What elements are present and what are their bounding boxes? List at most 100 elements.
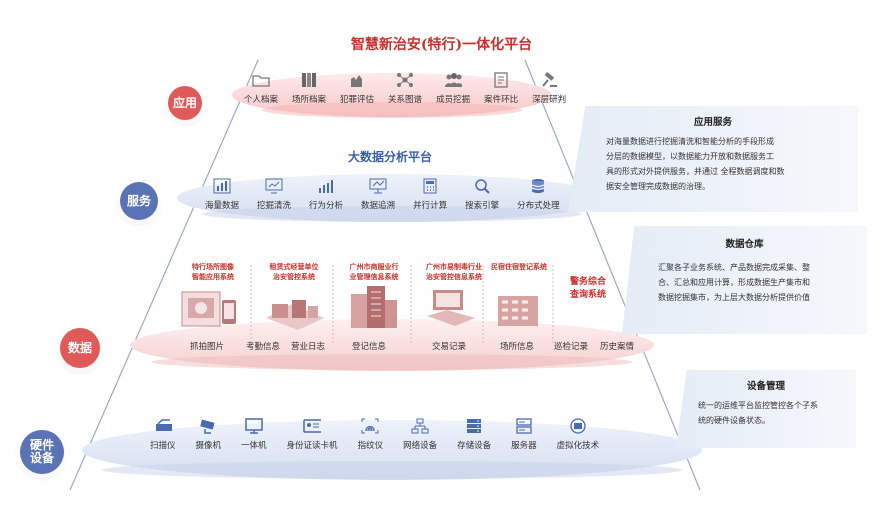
monitor-icon: [245, 418, 263, 434]
scanner-icon: [154, 418, 172, 434]
folder-icon: [252, 72, 270, 88]
service-item-label: 数据追溯: [361, 201, 396, 211]
service-items-row: 海量数据 挖掘清洗 行为分析 数据追溯 并行计算 搜索引擎 分布式处理: [205, 178, 560, 211]
panel-line: 数据挖掘集市，为上层大数据分析提供价值: [658, 293, 810, 302]
hand-icon: [348, 72, 366, 88]
service-item-parallel-compute[interactable]: 并行计算: [413, 178, 447, 211]
panel-title: 应用服务: [693, 117, 732, 128]
data-label-case-history: 历史案情: [600, 342, 635, 352]
service-item-label: 海量数据: [205, 201, 240, 211]
gavel-icon: [540, 72, 558, 88]
document-icon: [492, 72, 510, 88]
service-item-distributed[interactable]: 分布式处理: [517, 178, 560, 211]
hardware-item-server[interactable]: 服务器: [511, 418, 537, 451]
data-label-business-log: 营业日志: [291, 342, 326, 352]
camera-icon: [199, 418, 217, 434]
service-item-label: 分布式处理: [517, 201, 560, 211]
presentation-icon: [369, 178, 387, 194]
app-item-venue-file[interactable]: 场所档案: [292, 72, 326, 105]
hardware-items-row: 扫描仪 摄像机 一体机 身份证读卡机 指纹仪 网络设备 存储设备: [150, 418, 599, 451]
service-item-behavior-analysis[interactable]: 行为分析: [309, 178, 343, 211]
network-icon: [396, 72, 414, 88]
hardware-item-label: 服务器: [511, 441, 537, 451]
hardware-item-id-reader[interactable]: 身份证读卡机: [287, 418, 338, 451]
hardware-item-network[interactable]: 网络设备: [403, 418, 437, 451]
growth-chart-icon: [317, 178, 335, 194]
group-icon: [444, 72, 463, 88]
monitor-chart-icon: [265, 178, 283, 194]
hardware-item-all-in-one[interactable]: 一体机: [241, 418, 267, 451]
data-label-patrol: 巡检记录: [554, 342, 589, 352]
app-item-label: 个人档案: [244, 95, 279, 105]
layer-badge-hardware: 硬件 设备: [20, 430, 64, 474]
data-label-registration: 登记信息: [352, 342, 387, 352]
hardware-item-camera[interactable]: 摄像机: [195, 418, 222, 451]
system-name-police-query: 警务综合 查询系统: [569, 277, 606, 300]
hardware-item-label: 存储设备: [457, 441, 492, 451]
service-title: 大数据分析平台: [347, 150, 432, 164]
hardware-item-virtualization[interactable]: 虚拟化技术: [556, 418, 600, 451]
panel-line: 合、汇总和应用计算，形成数据生产集市和: [658, 278, 810, 287]
panel-data-warehouse: 数据仓库 汇聚各子业务系统、产品数据完成采集、整 合、汇总和应用计算，形成数据生…: [622, 226, 867, 334]
storage-icon: [465, 418, 483, 434]
data-label-snapshot: 抓拍图片: [190, 342, 225, 352]
panel-line: 汇聚各子业务系统、产品数据完成采集、整: [658, 263, 810, 272]
panel-line: 分层的数据模型，以数据能力开放和数据服务工: [606, 152, 774, 161]
app-item-relation-graph[interactable]: 关系图谱: [388, 72, 422, 105]
hardware-item-label: 一体机: [241, 441, 267, 451]
app-item-crime-assessment[interactable]: 犯罪评估: [340, 72, 374, 105]
search-icon: [473, 178, 491, 194]
service-item-data-trace[interactable]: 数据追溯: [361, 178, 395, 211]
system-name-image-app: 特行场所图像 智能应用系统: [192, 262, 234, 281]
hardware-item-label: 扫描仪: [150, 441, 176, 451]
hardware-item-label: 摄像机: [195, 441, 222, 451]
image-system-illustration: [181, 291, 236, 327]
service-item-search-engine[interactable]: 搜索引擎: [465, 178, 499, 211]
data-label-transactions: 交易记录: [432, 342, 467, 352]
hardware-item-label: 网络设备: [403, 441, 438, 451]
app-item-personal-file[interactable]: 个人档案: [244, 72, 278, 105]
homestay-system-illustration: [498, 296, 538, 326]
precursor-system-illustration: [427, 290, 475, 326]
system-name-rental: 租赁式经营单位 治安管控系统: [269, 262, 319, 281]
service-item-mass-data[interactable]: 海量数据: [205, 178, 239, 211]
hardware-item-label: 虚拟化技术: [556, 441, 600, 451]
service-item-label: 并行计算: [413, 201, 448, 211]
panel-line: 具的形式对外提供服务，并通过 全程数据调度和数: [606, 167, 785, 176]
app-item-label: 犯罪评估: [340, 95, 375, 105]
calculator-icon: [421, 178, 439, 194]
hardware-item-label: 指纹仪: [357, 441, 384, 451]
panel-line: 对海量数据进行挖掘清洗和智能分析的手段形成: [606, 137, 774, 146]
hardware-item-fingerprint[interactable]: 指纹仪: [357, 418, 384, 451]
id-card-icon: [303, 418, 322, 434]
service-item-label: 挖掘清洗: [257, 201, 292, 211]
app-item-label: 场所档案: [292, 95, 327, 105]
panel-device-management: 设备管理 统一的运维平台监控管控各个子系 统的硬件设备状态。: [676, 370, 856, 448]
app-item-member-mining[interactable]: 成员挖掘: [436, 72, 470, 105]
hardware-item-storage[interactable]: 存储设备: [457, 418, 491, 451]
service-item-label: 行为分析: [309, 201, 344, 211]
app-item-deep-analysis[interactable]: 深层研判: [532, 72, 566, 105]
system-name-precursor: 广州市易制毒行业 治安管控信息系统: [426, 262, 482, 281]
app-item-case-compare[interactable]: 案件环比: [484, 72, 518, 105]
app-item-label: 成员挖掘: [436, 95, 471, 105]
app-item-label: 关系图谱: [388, 95, 423, 105]
panel-line: 统一的运维平台监控管控各个子系: [698, 401, 818, 410]
page-title: 智慧新治安(特行)一体化平台: [350, 37, 533, 53]
panel-title: 数据仓库: [725, 239, 764, 250]
virtualization-icon: [569, 418, 587, 434]
system-name-homestay: 民宿住宿登记系统: [491, 262, 547, 271]
commerce-system-illustration: [351, 286, 397, 328]
hardware-item-scanner[interactable]: 扫描仪: [150, 418, 176, 451]
layer-badge-app: 应用: [168, 86, 202, 120]
network-device-icon: [411, 418, 429, 434]
bar-chart-icon: [213, 178, 231, 194]
rental-system-illustration: [266, 300, 324, 330]
panel-title: 设备管理: [746, 381, 785, 392]
service-item-mining-cleaning[interactable]: 挖掘清洗: [257, 178, 291, 211]
binders-icon: [300, 72, 318, 88]
service-item-label: 搜索引擎: [465, 201, 500, 211]
app-item-label: 深层研判: [532, 95, 567, 105]
